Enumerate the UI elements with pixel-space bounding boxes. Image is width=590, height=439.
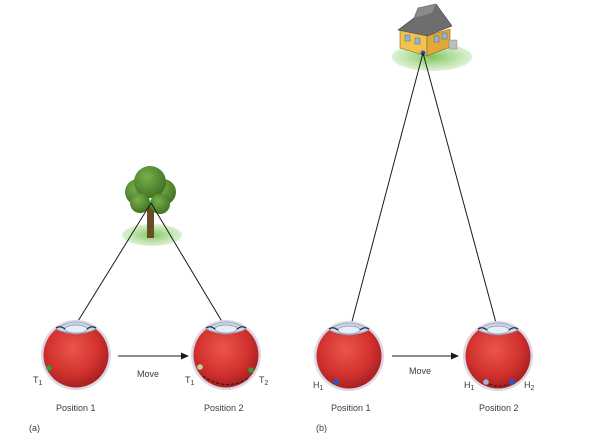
mark-subscript: 2 xyxy=(264,380,269,387)
panel-a xyxy=(40,166,262,391)
retina-label-h1: H1 xyxy=(313,380,323,392)
move-arrow-head xyxy=(181,352,189,360)
move-label: Move xyxy=(409,366,432,376)
retina-point-h1 xyxy=(333,379,339,385)
retina-label-t1: T1 xyxy=(33,375,42,387)
move-arrow-head xyxy=(451,352,459,360)
mark-subscript: 1 xyxy=(319,385,324,392)
house-icon xyxy=(392,3,472,71)
position-2-label: Position 2 xyxy=(204,403,244,413)
eye-position-1 xyxy=(313,320,385,392)
mark-subscript: 2 xyxy=(530,385,535,392)
retina-point-t1 xyxy=(46,365,52,371)
move-label: Move xyxy=(137,369,160,379)
position-2-label: Position 2 xyxy=(479,403,519,413)
retina-label-ghost-t1: T1 xyxy=(185,375,194,387)
position-1-label: Position 1 xyxy=(331,403,371,413)
retina-point-t2 xyxy=(248,367,254,373)
mark-subscript: 1 xyxy=(190,380,195,387)
retina-ghost-point-t1 xyxy=(197,364,203,370)
retina-label-t2: T2 xyxy=(259,375,268,387)
eye-position-2 xyxy=(190,319,262,391)
panel-b xyxy=(313,3,534,392)
position-1-label: Position 1 xyxy=(56,403,96,413)
panel-id-label: (a) xyxy=(29,423,40,433)
retina-label-ghost-h1: H1 xyxy=(464,380,474,392)
mark-letter: T xyxy=(185,375,191,385)
mark-letter: T xyxy=(33,375,39,385)
eye-position-1 xyxy=(40,319,112,391)
retina-point-h2 xyxy=(509,379,515,385)
panel-id-label: (b) xyxy=(316,423,327,433)
mark-letter: H xyxy=(464,380,471,390)
mark-subscript: 1 xyxy=(470,385,475,392)
mark-letter: H xyxy=(313,380,320,390)
mark-letter: H xyxy=(524,380,531,390)
retina-displacement-arc xyxy=(488,383,510,387)
mark-subscript: 1 xyxy=(38,380,43,387)
retina-ghost-point-h1 xyxy=(483,379,489,385)
tree-icon xyxy=(122,166,182,246)
retina-label-h2: H2 xyxy=(524,380,534,392)
mark-letter: T xyxy=(259,375,265,385)
